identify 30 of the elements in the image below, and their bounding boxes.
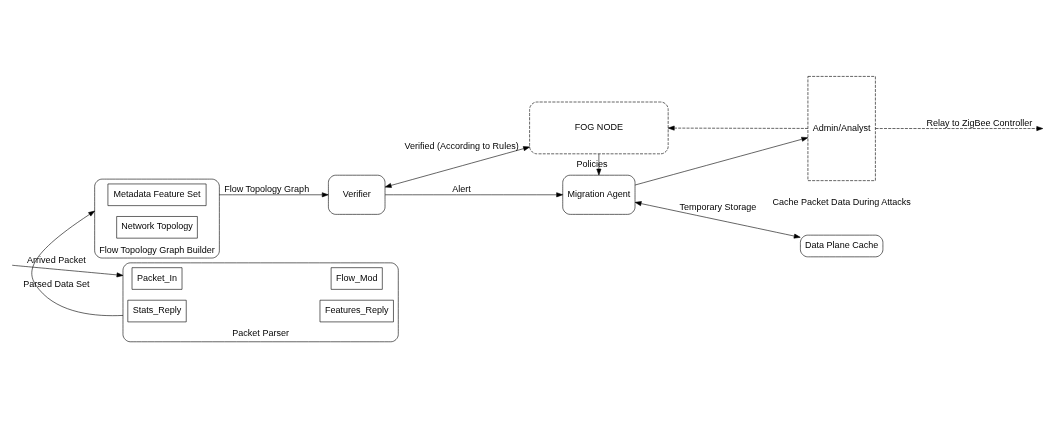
arrow [634, 136, 809, 186]
edge-label: Policies [576, 158, 608, 169]
arrow [384, 192, 563, 198]
node-box: Data Plane Cache [800, 234, 884, 258]
node-box: Features_Reply [319, 299, 394, 323]
arrow [596, 153, 602, 176]
arrow [667, 125, 809, 131]
node-box: Verifier [328, 174, 386, 215]
node-label: Cache Packet Data During Attacks [772, 196, 911, 207]
edge-label: Relay to ZigBee Controller [926, 117, 1033, 128]
node-box: Metadata Feature Set [107, 183, 207, 206]
edge-label: Verified (According to Rules) [404, 141, 519, 151]
edge-label: Flow Topology Graph [224, 183, 310, 194]
node-box: Flow_Mod [330, 267, 383, 290]
arrow [31, 210, 124, 316]
arrow [219, 192, 329, 198]
edge-label: Arrived Packet [27, 254, 86, 265]
node-box: Packet_In [131, 267, 183, 290]
node-box: Network Topology [116, 216, 198, 239]
edge-label: Parsed Data Set [23, 278, 90, 289]
node-box: Admin/Analyst [807, 76, 876, 181]
edge-label: Alert [452, 183, 471, 194]
node-box: Stats_Reply [127, 299, 187, 323]
arrow [875, 126, 1044, 131]
node-box: FOG NODE [529, 101, 669, 155]
arrow [384, 146, 530, 188]
arrow [11, 264, 124, 278]
edge-label: Temporary Storage [679, 201, 757, 212]
arrow [634, 201, 801, 239]
node-box: Migration Agent [562, 174, 636, 215]
